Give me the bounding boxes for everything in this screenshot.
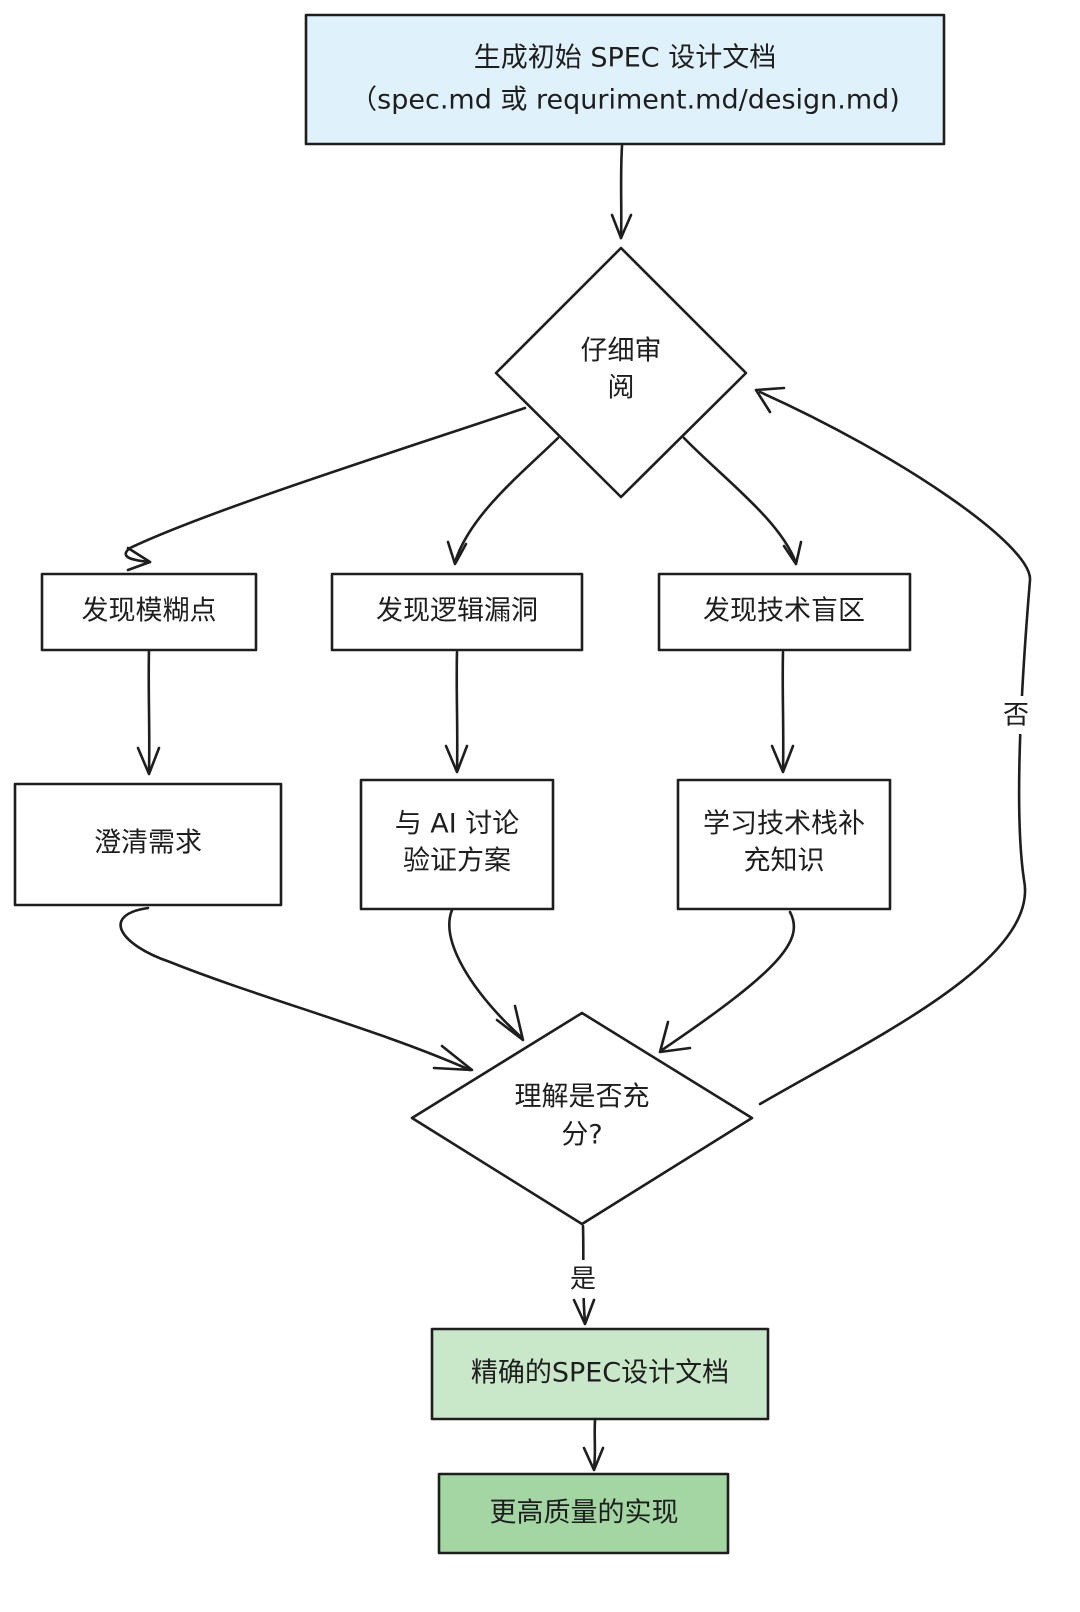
edge-discuss-to-understood-arrowhead (495, 1004, 525, 1042)
edge-refined-to-better-impl-arrowhead (582, 1446, 605, 1472)
edge-start-to-review-arrowhead (610, 213, 633, 240)
edges (119, 144, 1032, 1472)
edge-review-to-logic-gap (453, 436, 560, 564)
edge-label-yes-background (562, 1260, 604, 1298)
node-clarify-box (13, 782, 283, 907)
node-learn-stack-line2: 充知识 (744, 846, 825, 877)
node-find-tech-blindspot-label: 发现技术盲区 (703, 596, 865, 627)
node-understood-line2: 分? (561, 1120, 602, 1151)
edge-discuss-to-understood (448, 908, 524, 1040)
node-find-logic-gap-label: 发现逻辑漏洞 (376, 596, 538, 627)
node-learn-stack: 学习技术栈补 充知识 (676, 778, 892, 911)
node-better-impl: 更高质量的实现 (437, 1472, 730, 1555)
edge-review-to-tech-blindspot-arrowhead (782, 540, 803, 566)
node-find-logic-gap-box (330, 572, 584, 652)
edge-clarify-to-understood-arrowhead (432, 1044, 474, 1072)
node-discuss-ai-line1: 与 AI 讨论 (395, 809, 520, 840)
edge-clarify-to-understood (119, 906, 472, 1072)
node-better-impl-box (437, 1472, 730, 1555)
node-refined-spec-box (430, 1327, 770, 1421)
edge-blindspot-to-learn-arrowhead (770, 744, 795, 774)
node-review-diamond (494, 246, 748, 499)
node-learn-stack-line1: 学习技术栈补 (703, 809, 865, 840)
node-review: 仔细审 阅 (494, 246, 748, 499)
node-find-ambiguity-label: 发现模糊点 (82, 596, 217, 627)
edge-label-no-text: 否 (1003, 701, 1029, 731)
edge-review-to-ambiguity-arrowhead (126, 546, 152, 572)
node-understood: 理解是否充 分? (410, 1011, 754, 1226)
node-clarify: 澄清需求 (13, 782, 283, 907)
edge-label-yes: 是 (562, 1260, 604, 1298)
edge-logic-gap-to-discuss (455, 650, 459, 772)
node-refined-spec-label: 精确的SPEC设计文档 (471, 1358, 729, 1389)
node-find-ambiguity: 发现模糊点 (40, 572, 258, 652)
node-discuss-ai-box (359, 778, 555, 911)
node-discuss-ai: 与 AI 讨论 验证方案 (359, 778, 555, 911)
edge-ambiguity-to-clarify-arrowhead (136, 746, 161, 776)
node-find-tech-blindspot-box (657, 572, 912, 652)
node-find-ambiguity-box (40, 572, 258, 652)
edge-understood-to-review-no (758, 390, 1032, 1106)
edge-label-no: 否 (996, 696, 1036, 734)
edge-blindspot-to-learn (781, 650, 785, 772)
node-refined-spec: 精确的SPEC设计文档 (430, 1327, 770, 1421)
node-start-line1: 生成初始 SPEC 设计文档 (474, 43, 777, 74)
node-understood-diamond (410, 1011, 754, 1226)
node-understood-line1: 理解是否充 (515, 1082, 650, 1113)
edge-learn-to-understood-arrowhead (658, 1020, 692, 1054)
node-start-line2: （spec.md 或 requriment.md/design.md) (350, 85, 900, 116)
node-discuss-ai-line2: 验证方案 (403, 846, 511, 877)
node-start: 生成初始 SPEC 设计文档 （spec.md 或 requriment.md/… (304, 13, 946, 146)
edge-refined-to-better-impl (592, 1418, 597, 1470)
edge-review-to-ambiguity (124, 406, 527, 564)
edge-understood-to-refined-yes-arrowhead (572, 1298, 596, 1326)
edge-ambiguity-to-clarify (147, 648, 151, 774)
node-find-logic-gap: 发现逻辑漏洞 (330, 572, 584, 652)
edge-review-to-tech-blindspot (682, 436, 798, 565)
edge-understood-to-review-no-arrowhead (754, 386, 786, 414)
edge-label-no-background (996, 696, 1036, 734)
edge-review-to-logic-gap-arrowhead (446, 540, 468, 566)
node-better-impl-label: 更高质量的实现 (490, 1498, 679, 1529)
edge-label-yes-text: 是 (570, 1265, 596, 1295)
node-review-line1: 仔细审 (581, 336, 662, 367)
node-learn-stack-box (676, 778, 892, 911)
node-review-line2: 阅 (608, 373, 635, 404)
node-clarify-label: 澄清需求 (94, 828, 202, 859)
edge-start-to-review (619, 144, 624, 240)
node-start-box (304, 13, 946, 146)
node-find-tech-blindspot: 发现技术盲区 (657, 572, 912, 652)
edge-logic-gap-to-discuss-arrowhead (444, 744, 469, 774)
edge-learn-to-understood (660, 910, 796, 1052)
